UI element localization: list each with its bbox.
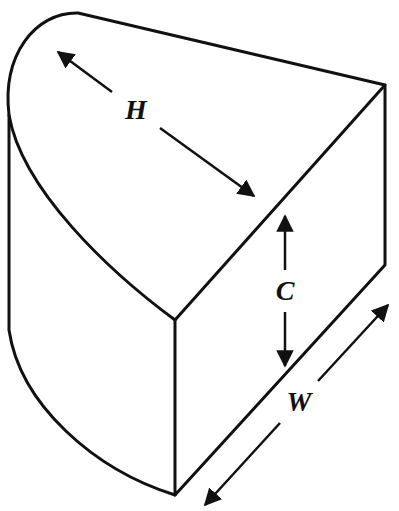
dimension-label: H: [122, 95, 150, 125]
flat-face: [175, 85, 385, 495]
dimension-label: C: [273, 276, 298, 306]
dimension-label: W: [284, 387, 315, 417]
dimension-arrow: [318, 305, 388, 381]
top-face: [8, 13, 385, 320]
dimension-arrow: [284, 216, 287, 270]
curved-side: [9, 115, 175, 495]
dimension-arrow: [58, 52, 112, 92]
dimension-arrow: [160, 128, 254, 196]
dimension-arrow: [284, 312, 287, 366]
dimension-arrow: [205, 423, 280, 505]
